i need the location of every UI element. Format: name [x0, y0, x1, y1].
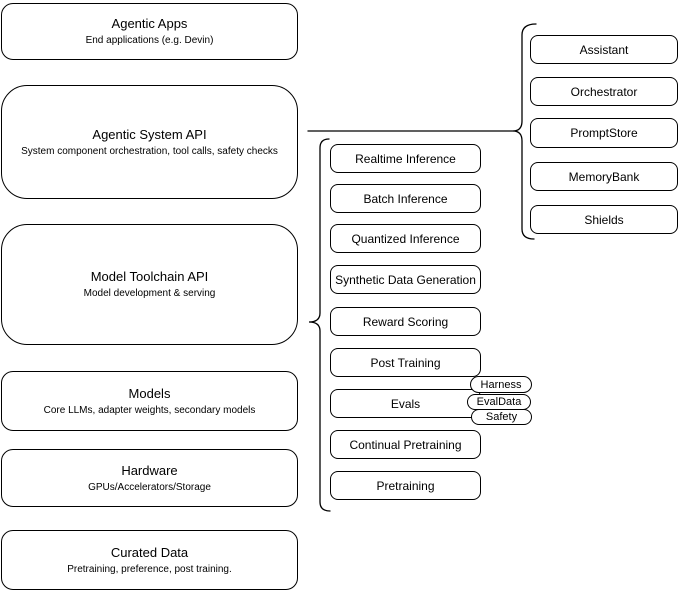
box-subtitle: GPUs/Accelerators/Storage	[88, 481, 211, 493]
box-label: Evals	[390, 396, 421, 411]
box-label: Reward Scoring	[362, 314, 449, 329]
toolchain-brace	[308, 138, 331, 512]
box-subtitle: End applications (e.g. Devin)	[85, 35, 214, 46]
pill-harness: Harness	[470, 376, 532, 393]
box-title: Curated Data	[110, 544, 189, 560]
box-label: Orchestrator	[570, 84, 638, 99]
box-assistant: Assistant	[530, 35, 678, 64]
box-reward-scoring: Reward Scoring	[330, 307, 481, 336]
box-continual-pretraining: Continual Pretraining	[330, 430, 481, 459]
box-subtitle: Core LLMs, adapter weights, secondary mo…	[43, 404, 256, 416]
box-subtitle: System component orchestration, tool cal…	[21, 145, 278, 157]
box-agentic-apps: Agentic Apps End applications (e.g. Devi…	[1, 3, 298, 60]
components-brace	[512, 23, 537, 240]
box-label: Batch Inference	[363, 191, 448, 206]
box-label: Quantized Inference	[351, 231, 460, 246]
box-orchestrator: Orchestrator	[530, 77, 678, 106]
box-synthetic-data-generation: Synthetic Data Generation	[330, 265, 481, 294]
box-evals: Evals	[330, 389, 481, 418]
pill-label: Harness	[480, 378, 522, 391]
pill-label: Safety	[485, 411, 518, 423]
box-hardware: Hardware GPUs/Accelerators/Storage	[1, 449, 298, 507]
box-label: Pretraining	[376, 478, 435, 493]
pill-evaldata: EvalData	[467, 394, 531, 410]
box-curated-data: Curated Data Pretraining, preference, po…	[1, 530, 298, 590]
box-title: Model Toolchain API	[90, 269, 209, 284]
box-label: Realtime Inference	[355, 151, 456, 166]
box-subtitle: Pretraining, preference, post training.	[67, 563, 232, 575]
box-quantized-inference: Quantized Inference	[330, 224, 481, 253]
box-title: Models	[128, 385, 171, 401]
box-title: Agentic Apps	[111, 16, 188, 31]
box-label: MemoryBank	[568, 169, 640, 184]
box-batch-inference: Batch Inference	[330, 184, 481, 213]
box-realtime-inference: Realtime Inference	[330, 144, 481, 173]
box-label: Assistant	[579, 42, 629, 57]
box-label: Synthetic Data Generation	[335, 272, 476, 287]
box-memorybank: MemoryBank	[530, 162, 678, 191]
box-title: Agentic System API	[92, 126, 207, 142]
box-title: Hardware	[121, 462, 178, 478]
box-label: Shields	[584, 212, 624, 227]
pill-label: EvalData	[476, 396, 522, 408]
box-label: Continual Pretraining	[349, 437, 462, 452]
box-promptstore: PromptStore	[530, 118, 678, 148]
box-label: PromptStore	[570, 126, 638, 140]
box-post-training: Post Training	[330, 348, 481, 377]
box-model-toolchain-api: Model Toolchain API Model development & …	[1, 224, 298, 345]
box-subtitle: Model development & serving	[83, 288, 216, 299]
box-agentic-system-api: Agentic System API System component orch…	[1, 85, 298, 199]
box-label: Post Training	[370, 355, 441, 370]
pill-safety: Safety	[471, 409, 532, 425]
box-models: Models Core LLMs, adapter weights, secon…	[1, 371, 298, 431]
box-pretraining: Pretraining	[330, 471, 481, 500]
box-shields: Shields	[530, 205, 678, 234]
